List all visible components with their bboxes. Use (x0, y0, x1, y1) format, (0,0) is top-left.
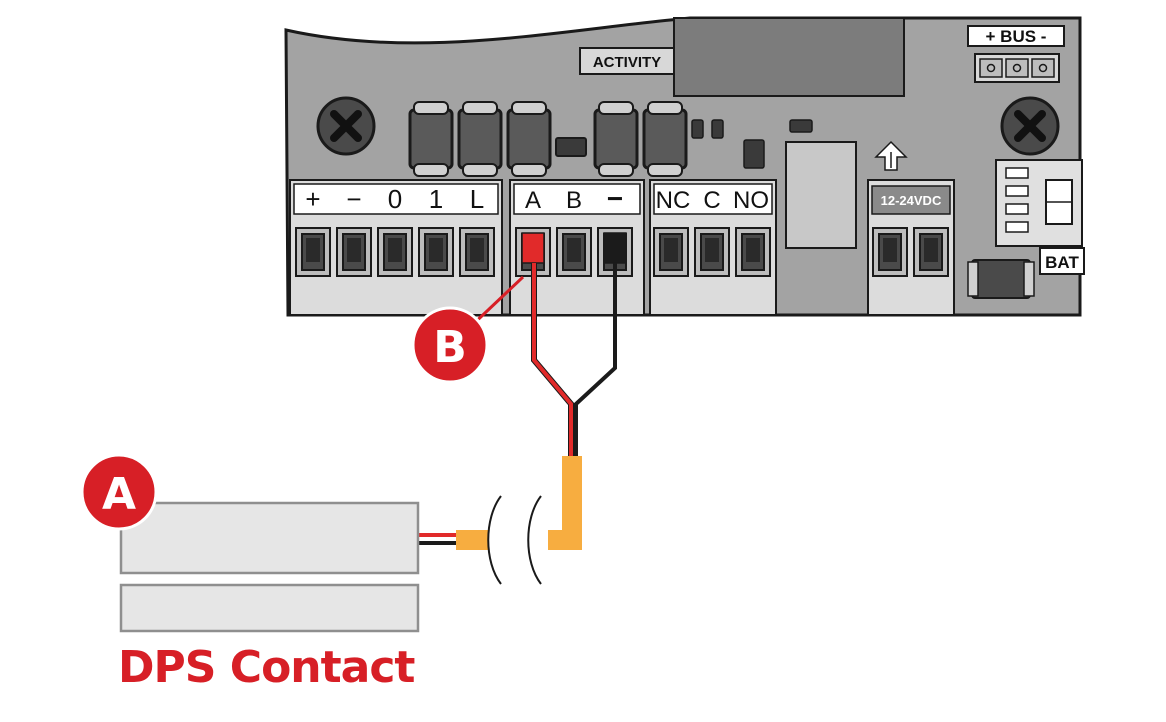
activity-label: ACTIVITY (593, 54, 661, 71)
terminal-block-relay (649, 179, 777, 316)
callout-b-badge (411, 306, 489, 384)
terminal-label-b: B (566, 187, 582, 214)
terminal-label-c: C (703, 187, 720, 214)
terminal-block-power-inputs (289, 179, 503, 316)
dps-contact-caption: DPS Contact (118, 642, 415, 693)
terminal-label-ground: − (607, 183, 623, 214)
terminal-label-l: L (470, 184, 484, 214)
terminal-label-nc: NC (656, 187, 691, 214)
terminal-block-power (867, 179, 955, 316)
dps-sensor-body (119, 501, 420, 575)
terminal-label-plus: + (305, 184, 320, 214)
mounting-screw-right-icon (1000, 96, 1060, 156)
cable-break-mark-right (527, 495, 542, 585)
cable-break-mark-left (487, 495, 502, 585)
terminal-label-0: 0 (388, 184, 402, 214)
bat-label-box (1039, 247, 1085, 275)
power-label: 12-24VDC (881, 193, 942, 208)
power-up-arrow-icon (874, 140, 908, 171)
red-wire (532, 263, 573, 458)
terminal-label-1: 1 (429, 184, 443, 214)
terminal-label-a: A (525, 187, 541, 214)
smd-components (408, 100, 1035, 299)
terminal-label-minus: − (346, 184, 361, 214)
terminal-label-no: NO (733, 187, 769, 214)
activity-led-window (673, 17, 905, 97)
mounting-screw-left-icon (316, 96, 376, 156)
dps-magnet-body (119, 583, 420, 633)
bus-label-box (967, 25, 1065, 47)
cable-break-gap (488, 520, 548, 562)
callout-b-label: B (433, 322, 467, 373)
battery-connector (995, 159, 1083, 247)
bus-connector (974, 53, 1060, 83)
black-wire (574, 263, 617, 458)
activity-label-box (579, 47, 675, 75)
bus-label: + BUS - (986, 27, 1047, 46)
callout-a-label: A (102, 469, 136, 520)
black-wire-terminal-end (603, 232, 627, 264)
callout-a-badge (80, 453, 158, 531)
red-wire-terminal-end (521, 232, 545, 264)
bat-label: BAT (1045, 253, 1079, 272)
